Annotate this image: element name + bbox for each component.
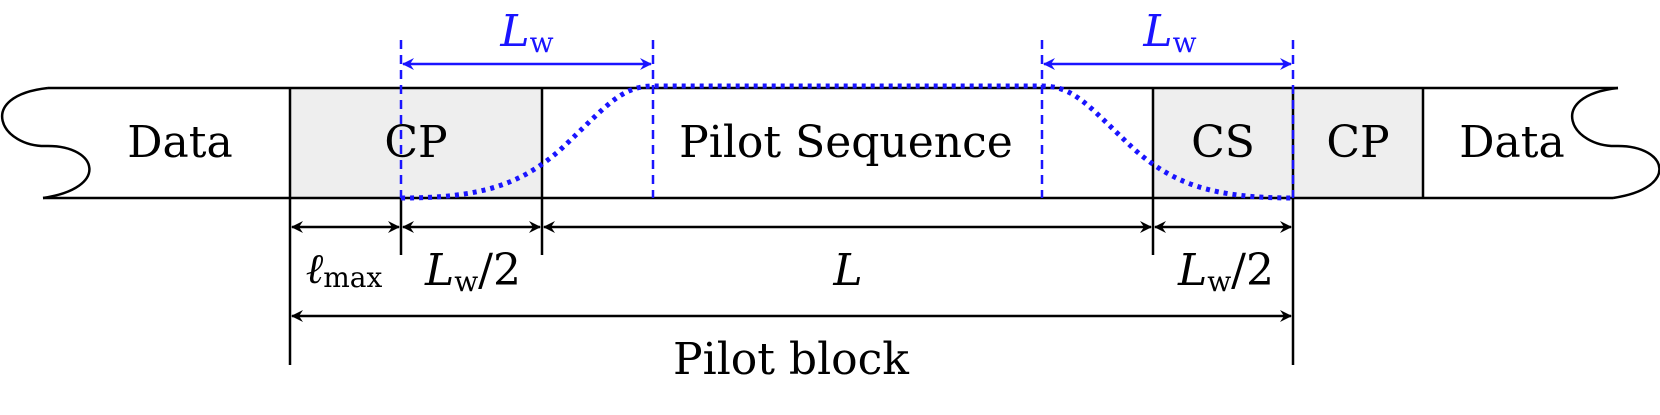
pilot-block-label: Pilot block — [673, 334, 909, 385]
left-break-edge — [0, 86, 91, 200]
window-length-label-left: Lw — [499, 6, 553, 59]
half-window-label-right: Lw/2 — [1177, 245, 1274, 298]
data-right-label: Data — [1459, 117, 1564, 168]
pilot-sequence-label: Pilot Sequence — [679, 117, 1013, 168]
cp-right-label: CP — [1326, 117, 1389, 168]
l-max-label: ℓmax — [306, 244, 383, 294]
right-break-edge — [1570, 86, 1660, 200]
window-curve — [400, 83, 1294, 201]
cs-label: CS — [1191, 117, 1255, 168]
data-left-label: Data — [127, 117, 232, 168]
sequence-length-label: L — [832, 245, 862, 296]
window-length-label-right: Lw — [1142, 6, 1196, 59]
cp-left-label: CP — [384, 117, 447, 168]
cs-box — [1153, 88, 1293, 198]
half-window-label-left: Lw/2 — [424, 245, 521, 298]
cp-right-box — [1293, 88, 1423, 198]
cp-left-box — [290, 88, 542, 198]
